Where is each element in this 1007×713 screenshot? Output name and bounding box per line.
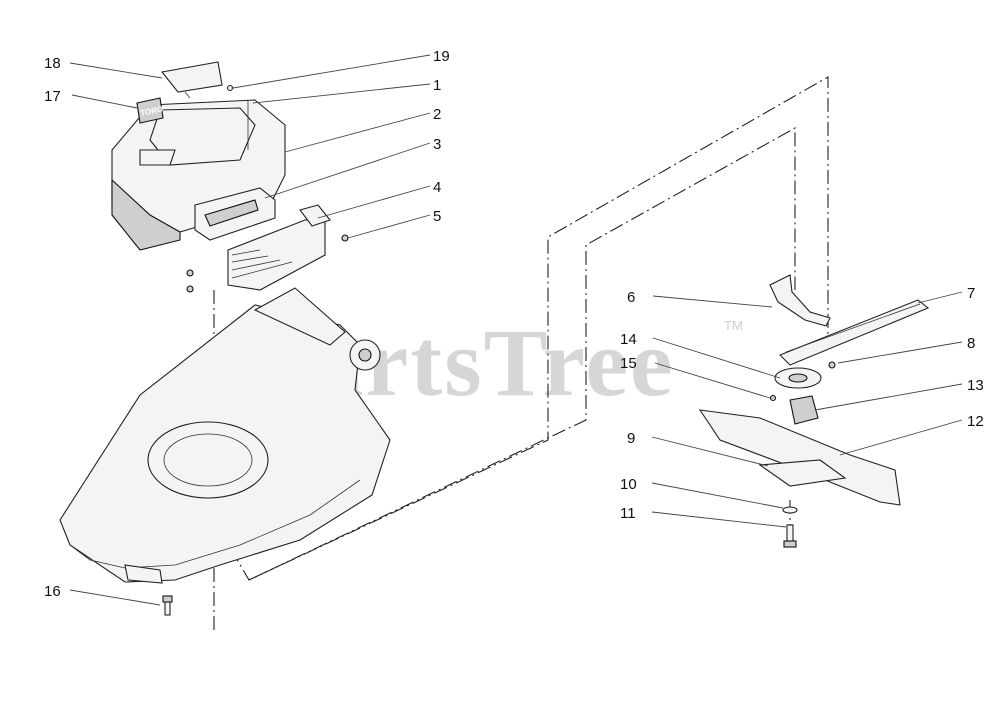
leader-4 [317, 185, 431, 219]
bolt-engine-mount-2 [186, 285, 194, 293]
logo-plate: TORO [136, 97, 164, 124]
callout-1: 1 [433, 77, 441, 94]
deck-rim-line [69, 479, 361, 569]
leader-7 [917, 291, 963, 304]
bolt-5 [341, 234, 349, 242]
blade-9 [758, 459, 847, 487]
leader-16 [69, 589, 161, 606]
deck-front-skirt [124, 564, 163, 584]
leader-17 [71, 94, 138, 109]
blade-adapter-13 [789, 395, 819, 425]
callout-14: 14 [620, 331, 637, 348]
belt-guard-vents [231, 249, 293, 279]
callout-16: 16 [44, 583, 61, 600]
drive-assembly [698, 274, 930, 548]
callout-5: 5 [433, 208, 441, 225]
leader-5 [347, 214, 431, 239]
callout-8: 8 [967, 335, 975, 352]
callout-7: 7 [967, 285, 975, 302]
callout-12: 12 [967, 413, 984, 430]
callout-9: 9 [627, 430, 635, 447]
deck-handle-bracket [253, 287, 346, 346]
callout-labels: 18 17 19 1 2 3 4 5 6 7 8 14 15 13 12 9 1… [44, 48, 984, 600]
belt-guard-cover [227, 219, 326, 291]
callout-18: 18 [44, 55, 61, 72]
callout-3: 3 [433, 136, 441, 153]
leader-14 [652, 337, 781, 379]
engine-top-cover [149, 107, 256, 166]
callout-19: 19 [433, 48, 450, 65]
bolt-11-head [783, 540, 797, 548]
deck-spindle-inner [163, 433, 253, 487]
leader-18 [69, 62, 163, 79]
leader-1 [252, 83, 431, 104]
callout-2: 2 [433, 106, 441, 123]
leader-6 [652, 295, 773, 308]
leader-lines [69, 54, 963, 606]
deck-bolt-head [162, 595, 173, 603]
key-15 [769, 394, 777, 402]
decal-tab [184, 91, 191, 99]
callout-6: 6 [627, 289, 635, 306]
pulley-14-hub [788, 373, 808, 383]
washer-10 [782, 506, 798, 514]
leader-11 [651, 511, 787, 528]
leader-2 [284, 112, 431, 153]
callout-15: 15 [620, 355, 637, 372]
engine-base-fins [111, 178, 181, 251]
bracket [299, 204, 331, 227]
dash-line-inner [248, 127, 796, 581]
drive-belt-7 [779, 299, 930, 366]
logo-plate-shape [136, 97, 164, 124]
leader-8 [837, 341, 963, 364]
mower-deck [59, 287, 391, 584]
bolt-engine-mount-1 [186, 269, 194, 277]
engine [111, 99, 286, 251]
callout-10: 10 [620, 476, 637, 493]
engine-recess [139, 149, 176, 166]
callout-11: 11 [620, 505, 636, 522]
callout-13: 13 [967, 377, 984, 394]
muffler-opening [204, 199, 259, 227]
callout-17: 17 [44, 88, 61, 105]
fastener-19 [226, 84, 234, 92]
callout-4: 4 [433, 179, 441, 196]
belt-guide-6 [769, 274, 831, 327]
leader-9 [651, 436, 769, 467]
deck-bolt-shank [164, 601, 171, 616]
leader-15 [654, 362, 771, 399]
leader-13 [814, 383, 963, 411]
deck-spindle-opening [147, 421, 269, 499]
leader-3 [264, 142, 431, 199]
belt-guard [227, 204, 331, 291]
leader-19 [232, 54, 431, 89]
leader-10 [651, 482, 784, 509]
watermark-tm: TM [724, 318, 743, 333]
blade-12 [698, 409, 901, 506]
leader-12 [839, 419, 963, 456]
decal-shape [160, 61, 223, 93]
drive-belt-7-inner [785, 303, 921, 353]
deck-bolt [162, 595, 173, 616]
part-8 [828, 361, 836, 369]
deck-wheel-axle [358, 348, 372, 362]
decal [160, 61, 223, 99]
